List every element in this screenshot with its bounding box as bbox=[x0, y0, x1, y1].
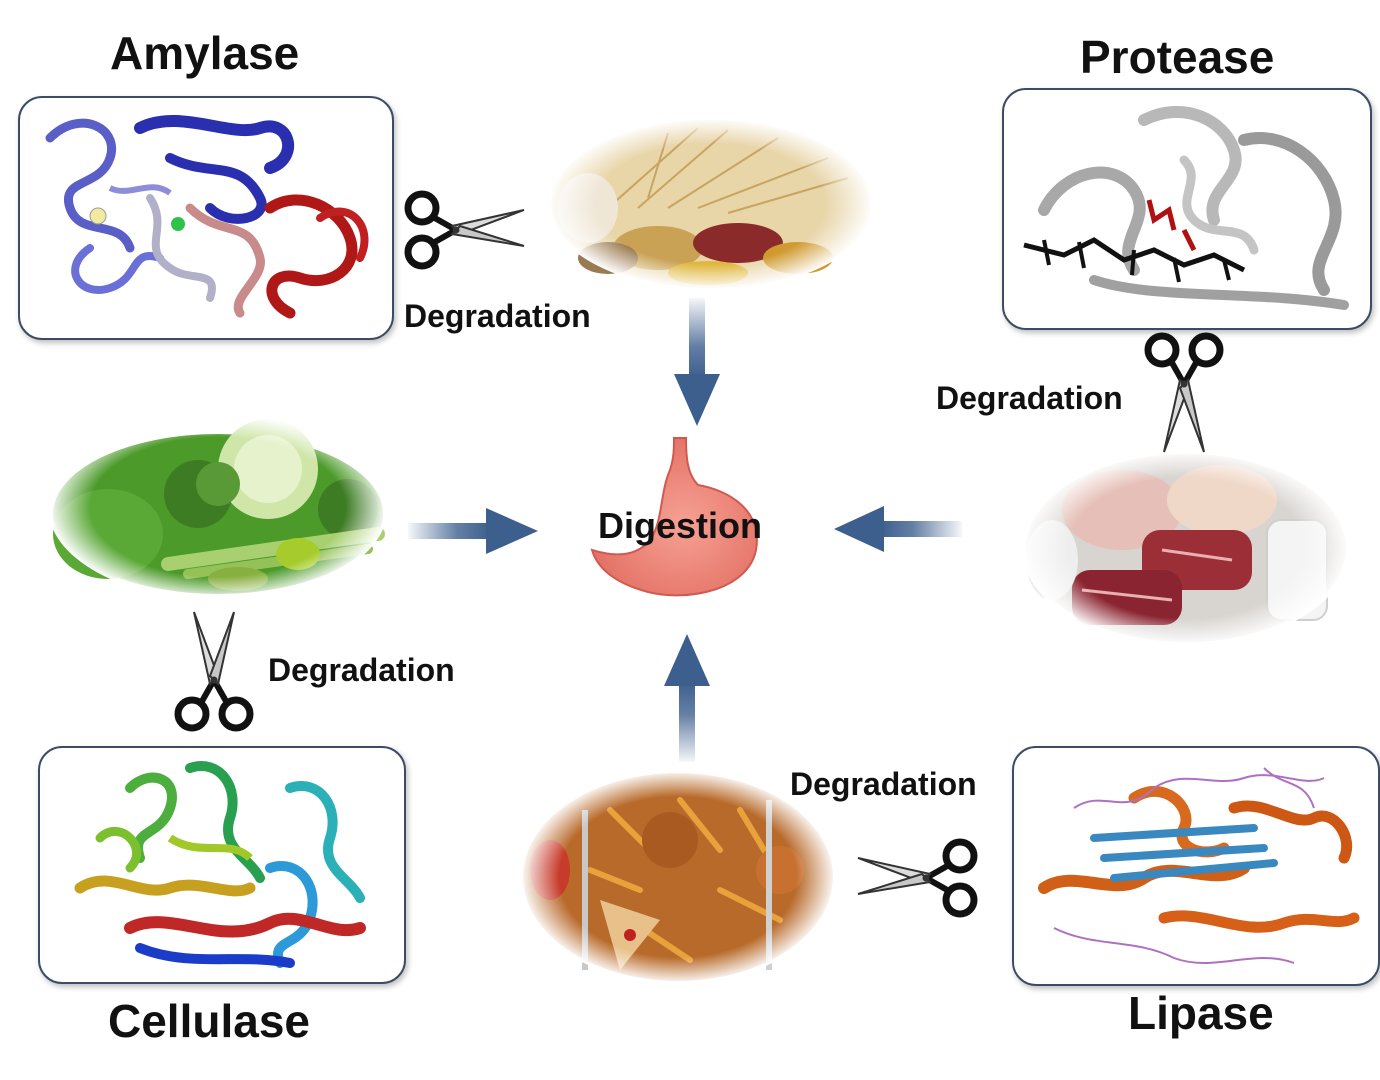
protease-protein-illustration bbox=[1023, 106, 1349, 310]
vegetables-image bbox=[48, 414, 388, 600]
scissors-icon bbox=[1144, 328, 1224, 454]
degradation-label-cellulase: Degradation bbox=[268, 652, 455, 688]
protease-structure-panel bbox=[1002, 88, 1372, 330]
arrow-left-icon bbox=[832, 504, 962, 554]
cellulase-protein-illustration bbox=[74, 761, 366, 968]
arrow-right-icon bbox=[408, 506, 540, 556]
arrow-up-icon bbox=[662, 632, 712, 762]
lipase-title: Lipase bbox=[1128, 987, 1274, 1039]
degradation-label-protease: Degradation bbox=[936, 380, 1123, 416]
degradation-label-lipase: Degradation bbox=[790, 766, 977, 802]
lipase-structure-panel bbox=[1012, 746, 1380, 986]
amylase-title: Amylase bbox=[110, 27, 300, 79]
amylase-structure-panel bbox=[18, 96, 394, 340]
scissors-icon bbox=[856, 838, 982, 918]
fast-food-image bbox=[520, 770, 836, 984]
stomach-icon bbox=[578, 430, 788, 605]
cellulase-title: Cellulase bbox=[108, 995, 310, 1047]
arrow-down-icon bbox=[672, 298, 722, 428]
cellulase-structure-panel bbox=[38, 746, 406, 984]
scissors-icon bbox=[174, 610, 254, 736]
amylase-protein-illustration bbox=[45, 114, 369, 319]
degradation-label-amylase: Degradation bbox=[404, 298, 591, 334]
lipase-protein-illustration bbox=[1038, 767, 1360, 964]
scissors-icon bbox=[400, 190, 526, 270]
protease-title: Protease bbox=[1080, 31, 1275, 83]
grains-image bbox=[548, 118, 874, 290]
meat-dairy-image bbox=[1022, 450, 1350, 646]
digestion-label: Digestion bbox=[598, 505, 763, 546]
